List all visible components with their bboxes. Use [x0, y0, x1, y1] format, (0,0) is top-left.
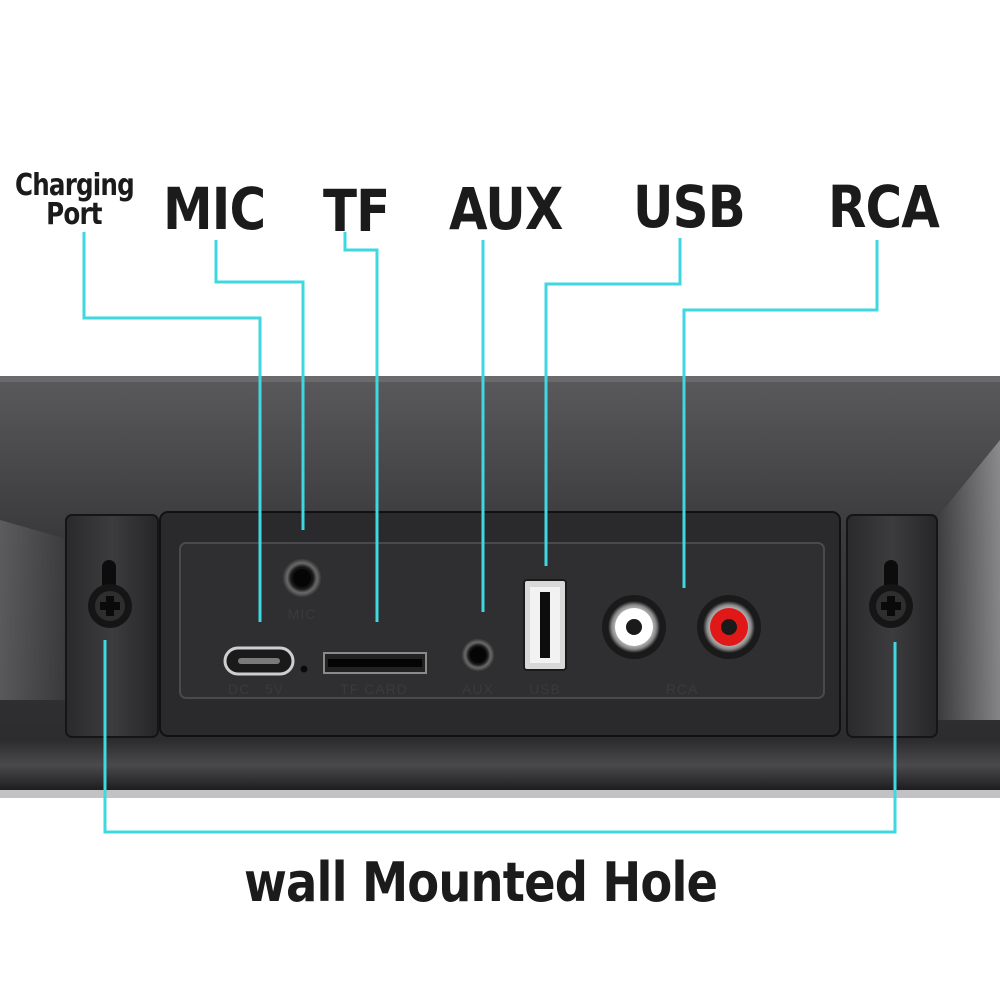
rca-jack-left: [602, 595, 666, 659]
panel-print-usb: USB: [529, 681, 561, 697]
callout-line-rca: [682, 240, 879, 588]
label-wall-mounted-hole: wall Mounted Hole: [244, 851, 718, 914]
soundbar-lower-edge: [0, 740, 1000, 790]
callout-line-mic: [214, 240, 305, 530]
usb-c-charging-port: [223, 646, 295, 676]
panel-print-dc: DC: [228, 681, 250, 697]
panel-print-5v: 5V: [265, 681, 284, 697]
panel-print-tf-card: TF CARD: [340, 681, 408, 697]
label-usb: USB: [633, 173, 746, 241]
tf-card-slot: [323, 652, 427, 674]
callout-line-charging: [82, 232, 262, 622]
wall-mount-hole-right: [869, 560, 913, 628]
label-aux: AUX: [449, 175, 563, 243]
callout-lines: [82, 232, 897, 834]
gloss-reflection-left: [0, 520, 70, 700]
rca-jack-right: [697, 595, 761, 659]
callout-line-wall-mount: [103, 640, 897, 834]
gloss-reflection-right: [935, 440, 1000, 720]
label-charging-line1: Charging: [15, 168, 135, 203]
callout-line-usb: [544, 238, 682, 566]
callout-line-tf: [343, 232, 379, 622]
panel-print-aux: AUX: [462, 681, 494, 697]
panel-print-rca: RCA: [666, 681, 699, 697]
status-led-hole: [300, 665, 308, 673]
panel-print-mic: MIC: [288, 606, 317, 622]
label-rca: RCA: [828, 173, 940, 241]
wall-mount-hole-left: [88, 560, 132, 628]
label-mic: MIC: [163, 175, 266, 243]
label-tf: TF: [323, 177, 390, 245]
label-charging-port: Charging Port: [15, 168, 135, 232]
usb-a-port: [523, 579, 567, 671]
label-charging-line2: Port: [46, 196, 102, 232]
